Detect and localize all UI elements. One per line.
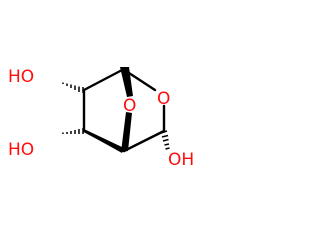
ring-oxygen-label-upper: O	[157, 89, 170, 109]
bond-c5-o-upper	[127, 71, 157, 92]
hash-wedge-c4-ho	[62, 82, 84, 93]
hash-wedge-c1-oh	[160, 130, 170, 150]
hydroxyl-label-bottom-left: HO	[8, 140, 34, 160]
molecule-structure-diagram: HO HO OH O O	[8, 67, 194, 170]
hydroxyl-label-bottom-right: OH	[168, 150, 194, 170]
hash-wedge-c3-ho	[62, 128, 84, 134]
bold-bridge-bonds	[84, 67, 133, 153]
hashed-wedge-bonds	[62, 82, 170, 150]
hydroxyl-label-top-left: HO	[8, 67, 34, 87]
bond-c4-c5	[82, 67, 126, 92]
ring-oxygen-label-bridge: O	[123, 96, 136, 116]
bold-bond-c5	[120, 67, 133, 97]
bond-c1-c2	[122, 129, 166, 153]
bold-bond-c2	[121, 112, 132, 152]
bold-bond-c3-c2	[84, 129, 124, 153]
